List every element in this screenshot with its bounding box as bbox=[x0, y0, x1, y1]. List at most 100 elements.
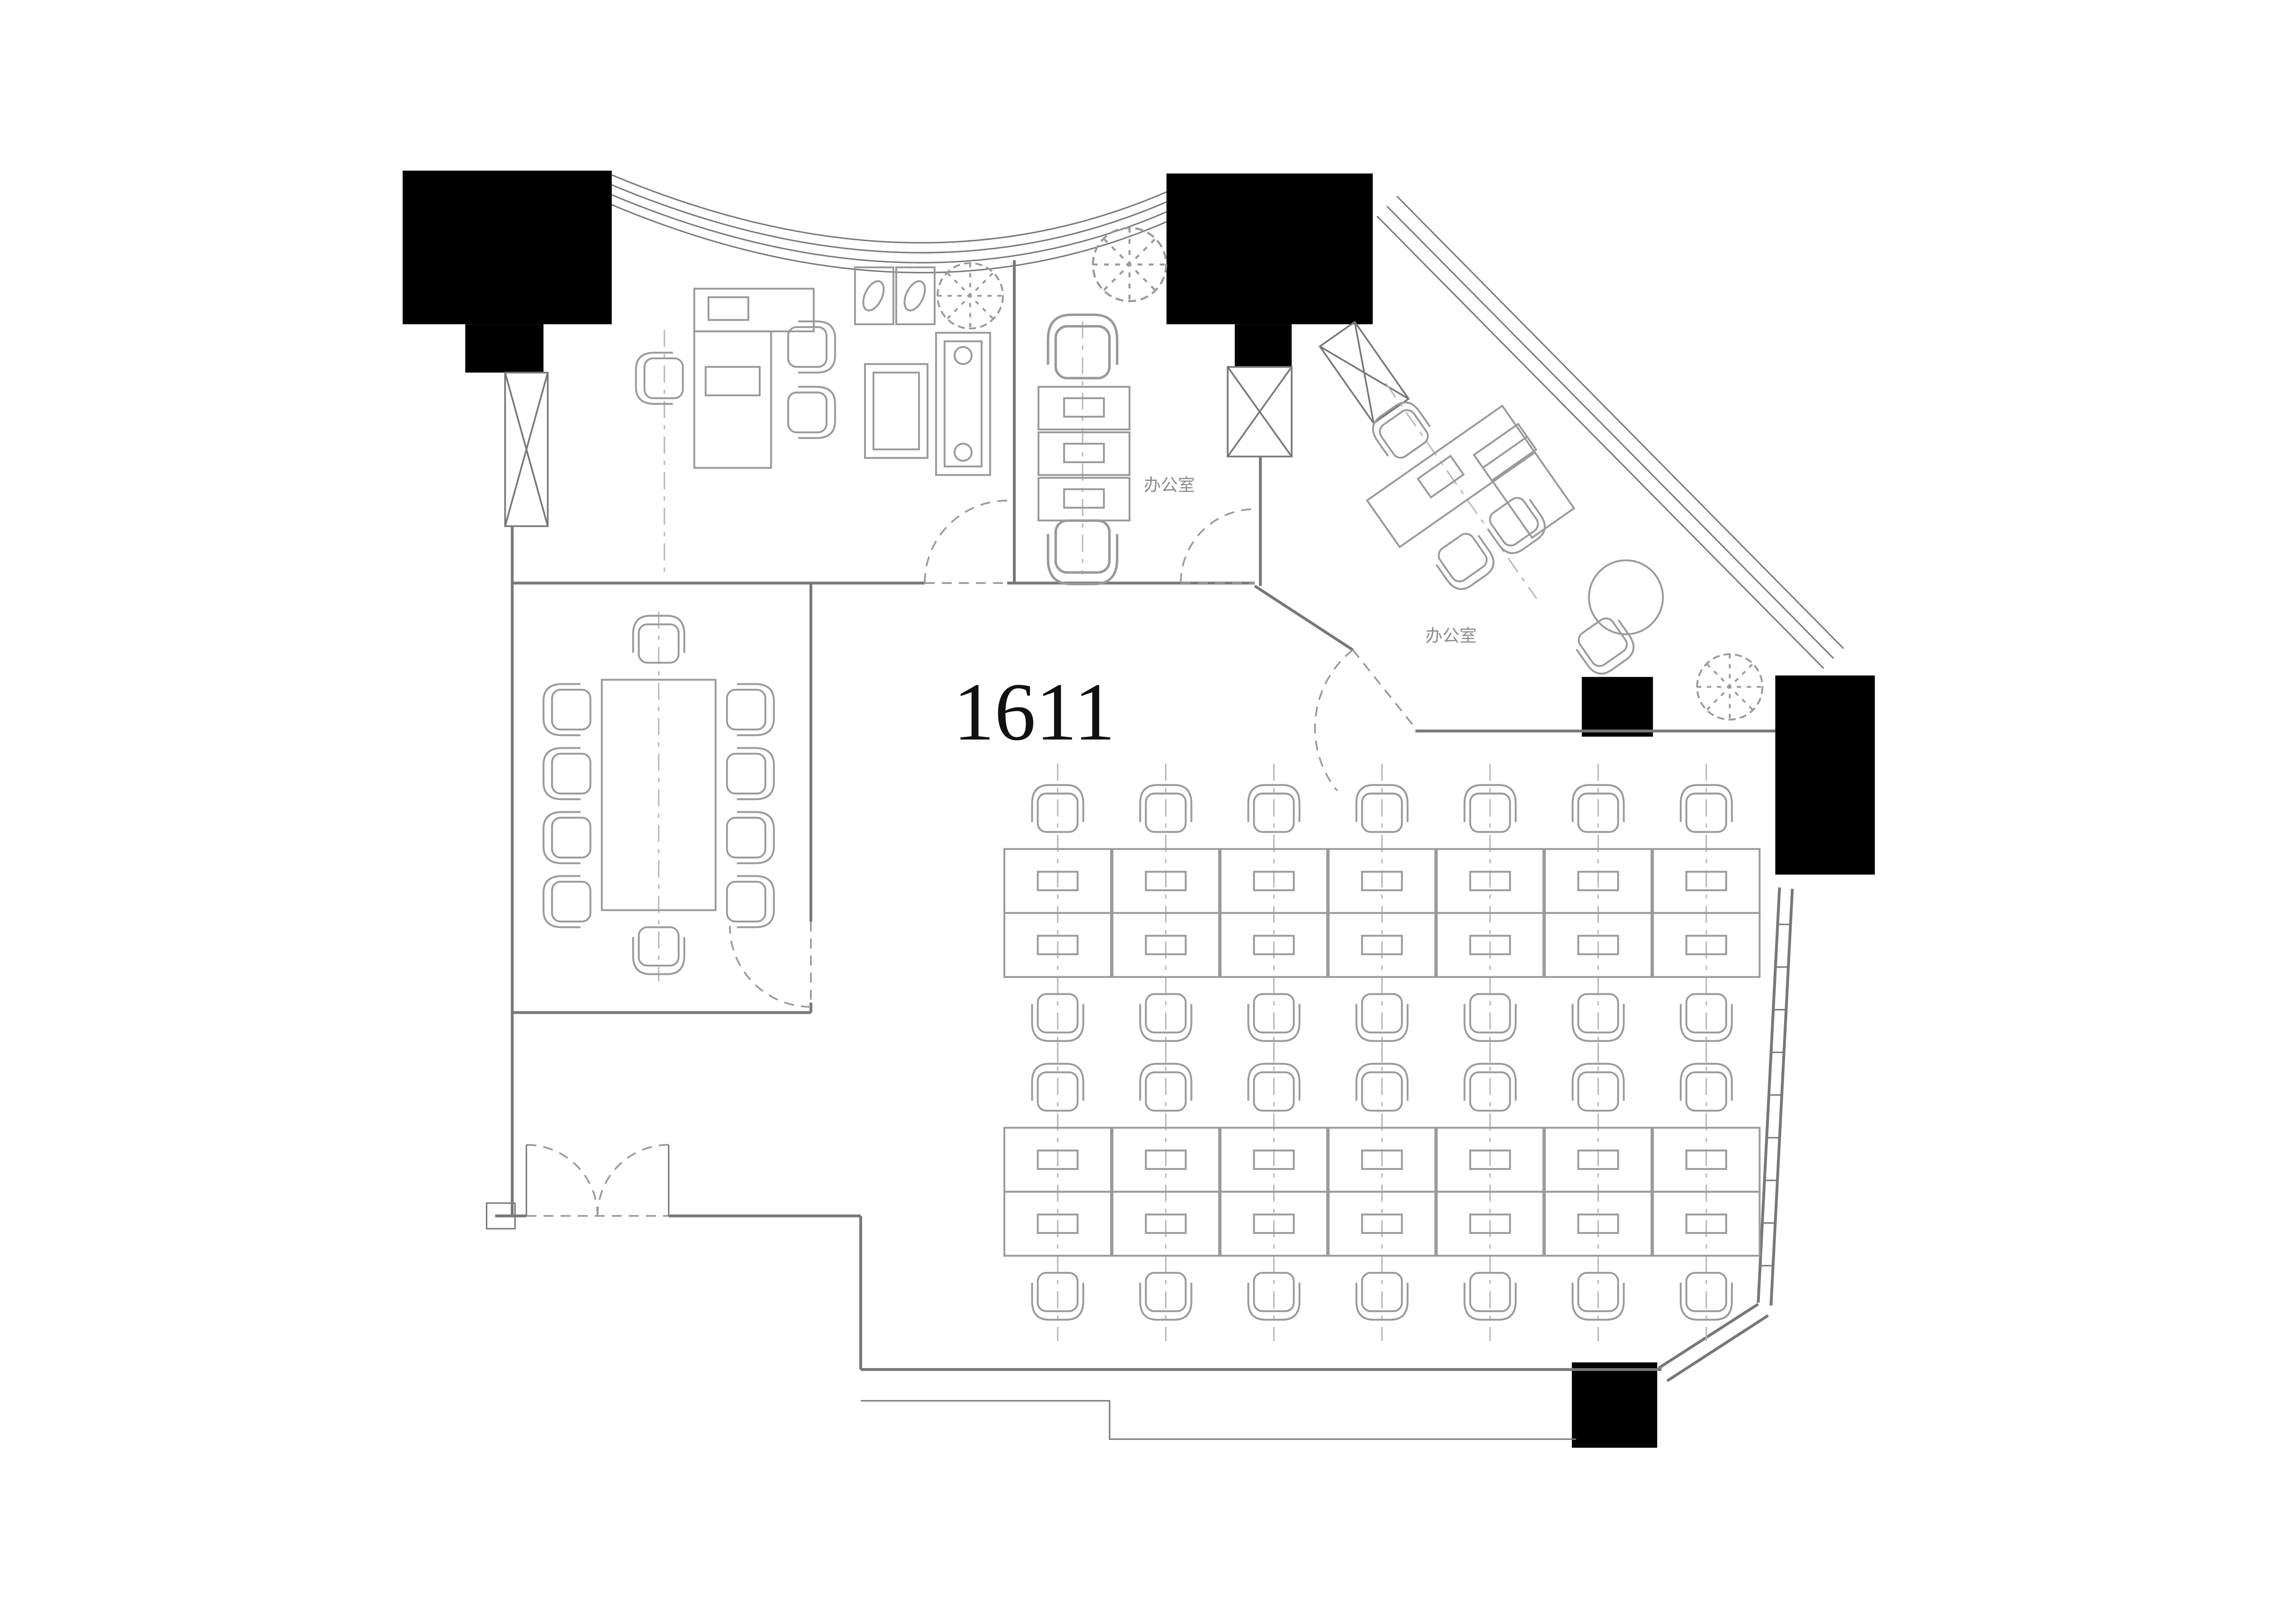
desk-monitor bbox=[1145, 1213, 1187, 1234]
round-table bbox=[1588, 559, 1664, 636]
column-bottom bbox=[1572, 1362, 1658, 1448]
workstation-column bbox=[1328, 1042, 1437, 1341]
desk bbox=[1003, 1190, 1112, 1257]
desk bbox=[1112, 1190, 1220, 1257]
sofa-pillow bbox=[953, 443, 973, 462]
entry-double-door-arcs bbox=[526, 1144, 669, 1216]
entry-door-leaves bbox=[526, 1144, 670, 1216]
door-arc-office-angled bbox=[1314, 649, 1354, 791]
desk-monitor bbox=[1037, 1149, 1079, 1170]
door-arc-office-left bbox=[924, 499, 1007, 583]
desk-monitor bbox=[1253, 1213, 1295, 1234]
column-right-small bbox=[1582, 677, 1653, 737]
desk bbox=[1436, 912, 1545, 978]
conference-chair bbox=[726, 683, 775, 736]
conference-chair bbox=[726, 811, 775, 864]
wall-bottom-right-slant bbox=[1658, 1303, 1769, 1382]
plant-leaf-icon bbox=[862, 280, 885, 312]
open-office-workstations bbox=[1003, 763, 1761, 1341]
desk-monitor bbox=[1469, 935, 1511, 955]
desk bbox=[1652, 912, 1761, 978]
coffee-table-inner bbox=[872, 372, 920, 451]
planter-box bbox=[854, 266, 894, 326]
desk-monitor bbox=[1253, 1149, 1295, 1170]
unit-number: 1611 bbox=[953, 666, 1115, 757]
cabinet-inner bbox=[1063, 443, 1105, 463]
wall-right-mullions bbox=[1759, 924, 1791, 1267]
workstation-column bbox=[1652, 763, 1761, 1062]
desk-monitor bbox=[1145, 1149, 1187, 1170]
wall-right bbox=[1757, 887, 1794, 1306]
wall-v-office-middle bbox=[1254, 456, 1354, 651]
desk-monitor bbox=[1469, 871, 1511, 891]
desk-return bbox=[1491, 451, 1576, 539]
workstation-column bbox=[1112, 1042, 1220, 1341]
desk-monitor bbox=[1037, 1213, 1079, 1234]
workstation-column bbox=[1652, 1042, 1761, 1341]
conference-chair bbox=[542, 683, 592, 736]
desk-monitor bbox=[1416, 454, 1465, 499]
tree-icon bbox=[936, 262, 1004, 330]
desk bbox=[1220, 912, 1329, 978]
column-top-middle bbox=[1166, 173, 1373, 325]
desk-monitor bbox=[1361, 1149, 1403, 1170]
cabinet-inner bbox=[1063, 488, 1105, 509]
desk-return bbox=[693, 330, 772, 469]
entry-post bbox=[486, 1202, 516, 1230]
shaft-boxes bbox=[504, 320, 1410, 527]
sofa bbox=[935, 332, 991, 476]
desk bbox=[1220, 1190, 1329, 1257]
desk-item bbox=[704, 366, 761, 397]
workstation-column bbox=[1220, 1042, 1329, 1341]
cabinet bbox=[1037, 386, 1130, 431]
side-cabinet-divider bbox=[1482, 436, 1528, 469]
workstation-column bbox=[1220, 763, 1329, 1062]
conference-chair bbox=[542, 747, 592, 800]
office-middle-furniture bbox=[1037, 315, 1130, 584]
desk-monitor bbox=[1577, 935, 1619, 955]
door-arc-office-middle bbox=[1180, 508, 1255, 583]
guest-chair bbox=[787, 320, 836, 374]
curtain-wall-top-curve bbox=[611, 174, 1167, 273]
workstation-column bbox=[1544, 763, 1653, 1062]
desk-monitor bbox=[1577, 1149, 1619, 1170]
desk bbox=[1544, 1190, 1653, 1257]
tree-icon bbox=[1696, 653, 1764, 721]
workstation-column bbox=[1112, 763, 1220, 1062]
desk-monitor bbox=[1361, 1213, 1403, 1234]
column-top-left-ext bbox=[465, 324, 544, 373]
cabinet-inner bbox=[1063, 397, 1105, 418]
guest-chair bbox=[1481, 490, 1552, 560]
column-top-middle-ext bbox=[1235, 324, 1292, 367]
wall-bottom-left bbox=[495, 1214, 862, 1370]
executive-desk bbox=[1366, 404, 1536, 549]
desk-monitor bbox=[1685, 1213, 1727, 1234]
shaft-left bbox=[504, 372, 549, 527]
shaft-angled bbox=[1318, 320, 1410, 425]
wall-top-right-slant bbox=[1376, 196, 1844, 669]
shaft-middle bbox=[1227, 366, 1293, 458]
office-chair bbox=[635, 352, 684, 405]
desk-monitor bbox=[1469, 1149, 1511, 1170]
desk-monitor bbox=[1685, 871, 1727, 891]
guest-chair bbox=[1430, 526, 1501, 596]
cabinet bbox=[1037, 431, 1130, 476]
room-label-office-middle: 办公室 bbox=[1144, 475, 1195, 495]
door-arc-conference bbox=[729, 926, 811, 1008]
tree-icon bbox=[1093, 228, 1166, 301]
guest-chair bbox=[787, 386, 836, 439]
walls bbox=[486, 174, 1844, 1440]
desk-monitor bbox=[1685, 1149, 1727, 1170]
conference-chair bbox=[726, 875, 775, 928]
cabinet bbox=[1037, 477, 1130, 522]
desk-monitor bbox=[1361, 871, 1403, 891]
sofa-inner bbox=[943, 340, 983, 468]
desk-monitor bbox=[1577, 871, 1619, 891]
desk-monitor bbox=[1685, 935, 1727, 955]
desk-monitor bbox=[1037, 935, 1079, 955]
office-top-left-furniture bbox=[635, 266, 991, 572]
sofa-pillow bbox=[953, 346, 973, 365]
doors bbox=[526, 499, 1416, 1217]
